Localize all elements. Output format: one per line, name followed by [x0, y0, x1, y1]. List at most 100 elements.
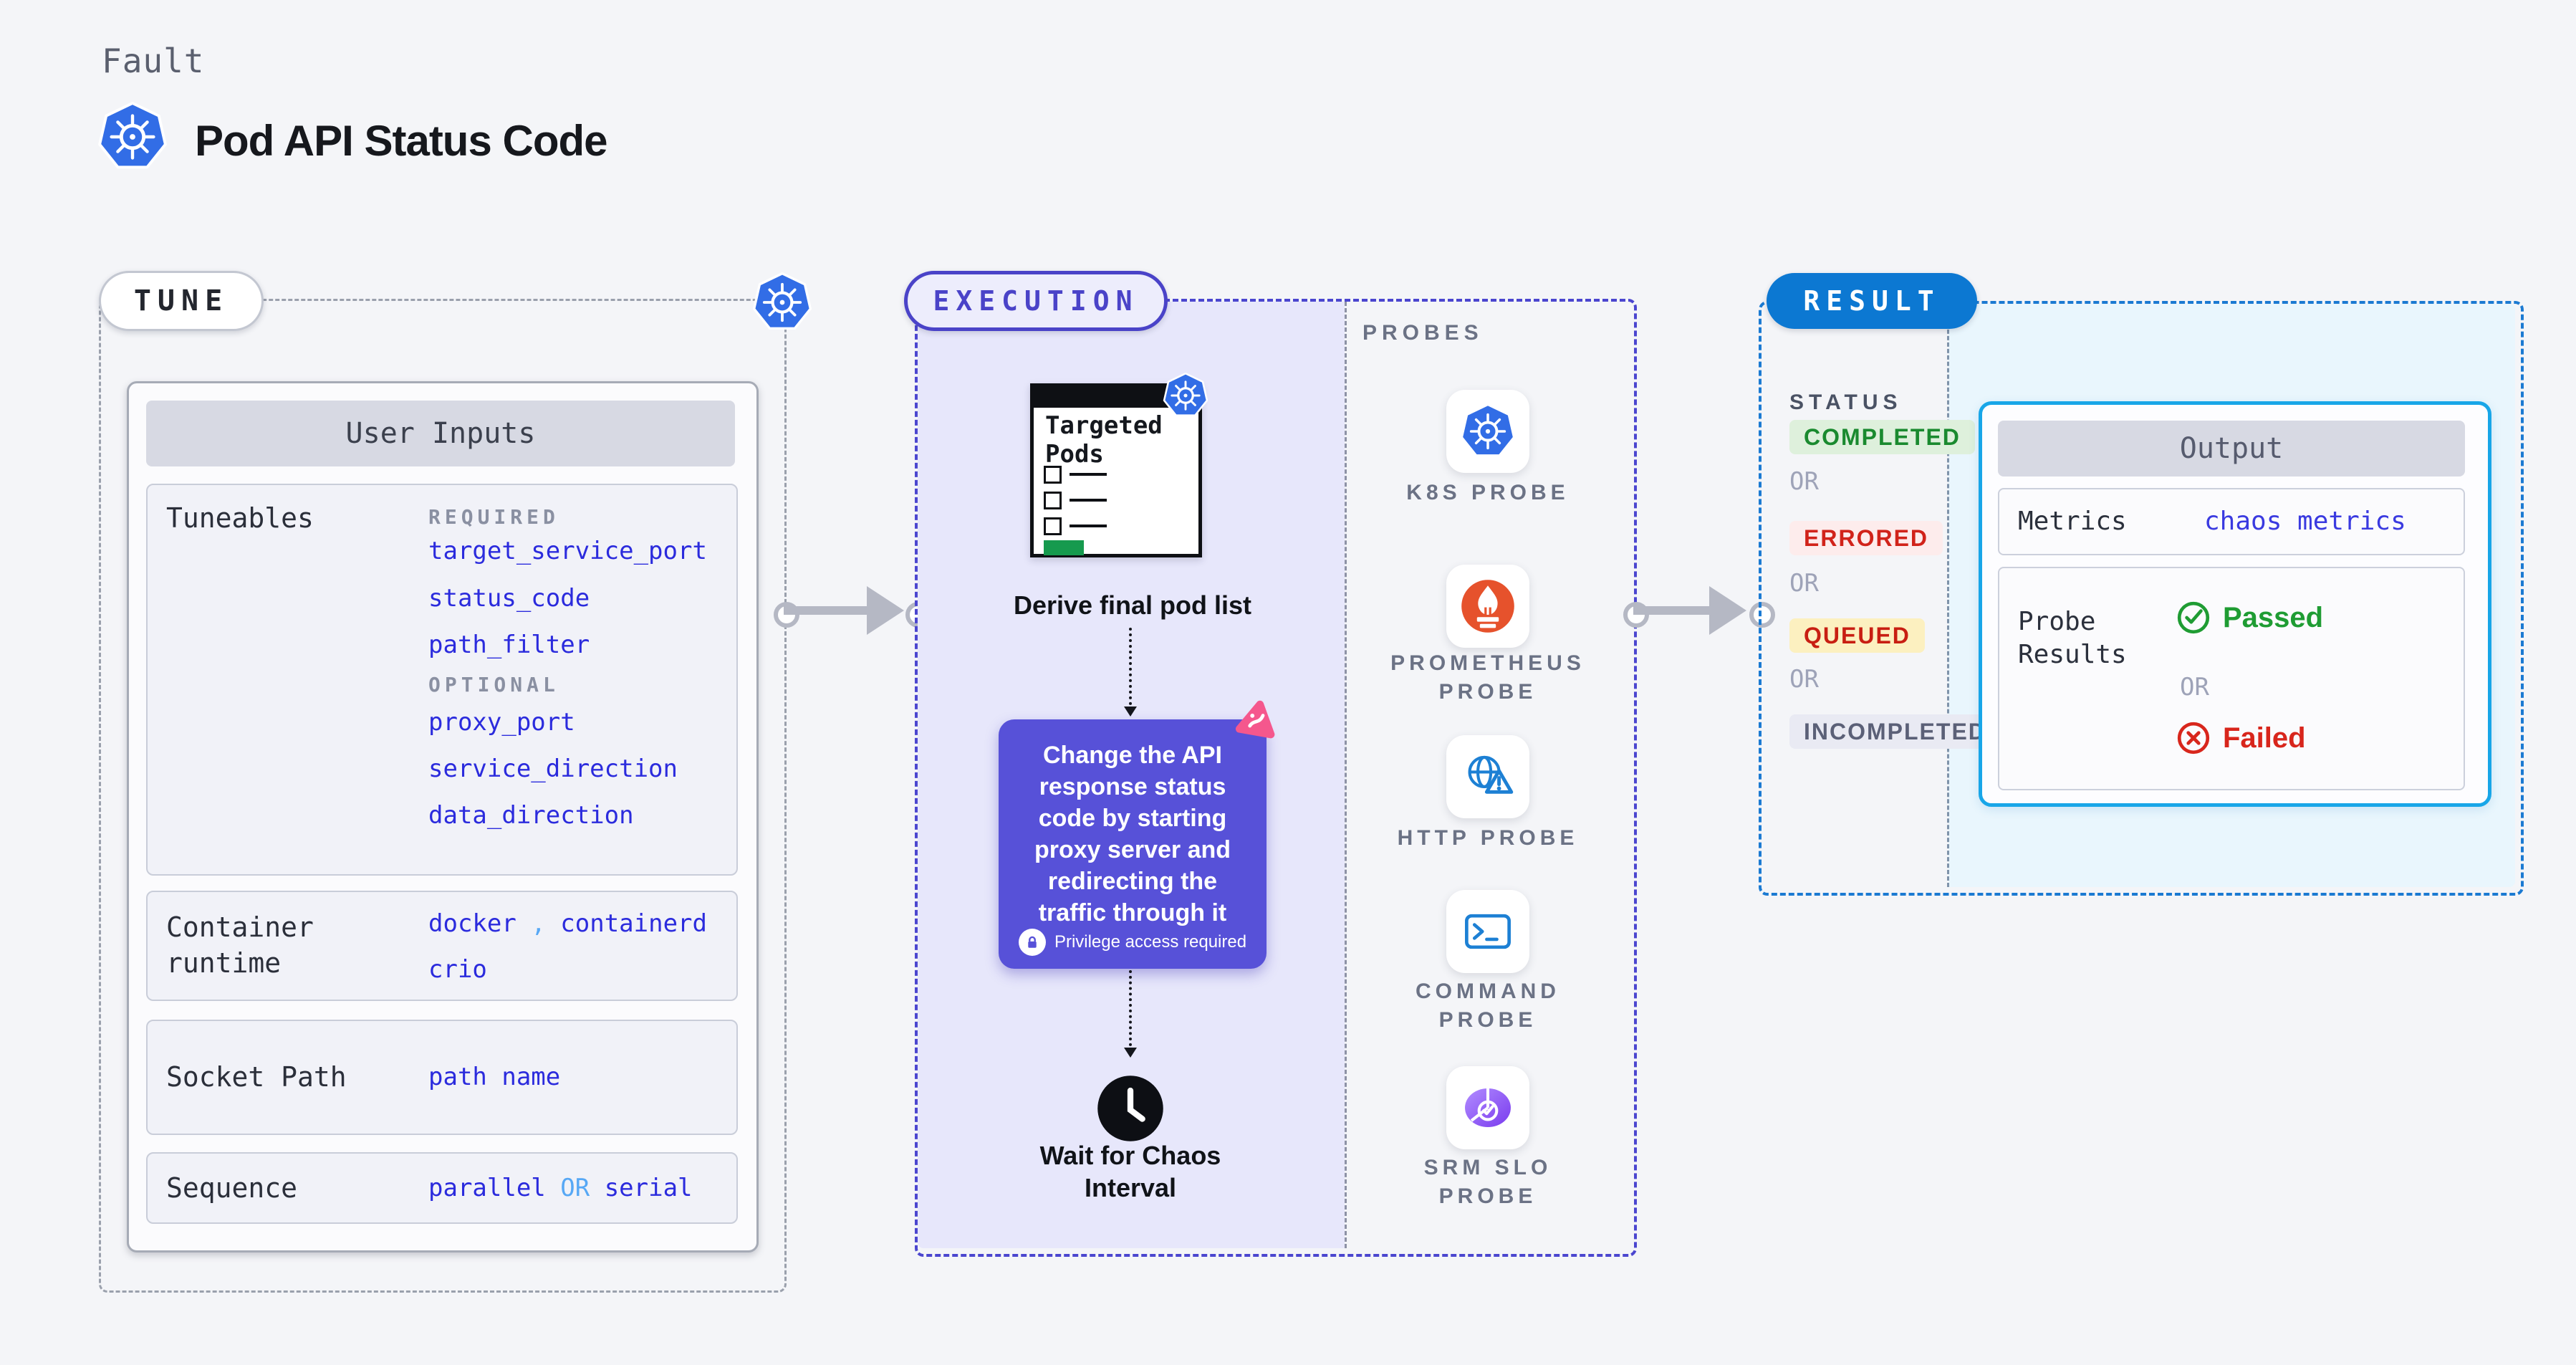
- probe-card-srm-slo: [1446, 1066, 1529, 1149]
- status-badge-incompleted: INCOMPLETED: [1789, 714, 2001, 749]
- kubernetes-icon: [1163, 373, 1208, 418]
- probes-to-result-arrow: [1623, 585, 1775, 636]
- output-header: Output: [1998, 421, 2465, 476]
- result-section: [1759, 301, 2524, 896]
- runtime-crio: crio: [428, 955, 487, 984]
- tuneable-param: data_direction: [428, 801, 634, 830]
- metrics-row: Metrics chaos metrics: [1998, 488, 2465, 555]
- sequence-parallel: parallel: [428, 1174, 546, 1202]
- metrics-label: Metrics: [2018, 507, 2127, 536]
- result-divider: [1947, 304, 1949, 887]
- page-title: Pod API Status Code: [195, 117, 607, 165]
- command-probe-icon: [1465, 914, 1511, 949]
- probe-name: PROMETHEUS PROBE: [1390, 651, 1585, 704]
- status-badge-queued: QUEUED: [1789, 618, 1925, 653]
- http-probe-icon: [1468, 755, 1514, 794]
- probe-card-prometheus: [1446, 565, 1529, 648]
- output-card: Output Metrics chaos metrics Probe Resul…: [1979, 401, 2491, 807]
- or-label: OR: [2180, 673, 2209, 701]
- result-pill: RESULT: [1767, 273, 1977, 329]
- failed-indicator: Failed: [2176, 720, 2306, 756]
- or-label: OR: [1789, 467, 1819, 496]
- or-label: OR: [1789, 569, 1819, 598]
- sequence-label: Sequence: [166, 1172, 298, 1204]
- tune-pill: TUNE: [99, 271, 264, 331]
- optional-label: OPTIONAL: [428, 673, 559, 696]
- derive-caption: Derive final pod list: [1013, 590, 1252, 620]
- probe-card-k8s: [1446, 390, 1529, 473]
- failed-cross-icon: [2177, 722, 2210, 755]
- arrow-shaft: [784, 606, 868, 615]
- wait-caption: Wait for Chaos Interval: [1039, 1141, 1221, 1202]
- litmus-chaos-icon: [1235, 700, 1275, 739]
- sequence-value: parallel OR serial: [428, 1174, 693, 1202]
- progress-bar: [1044, 540, 1084, 555]
- probe-card-http: [1446, 735, 1529, 818]
- passed-check-icon: [2177, 601, 2210, 634]
- flow-connector: [1129, 970, 1132, 1046]
- execution-probes-divider: [1345, 302, 1347, 1248]
- privilege-note: Privilege access required: [999, 929, 1267, 956]
- passed-indicator: Passed: [2176, 600, 2323, 636]
- comma-separator: ,: [531, 909, 546, 938]
- tuneable-param: status_code: [428, 584, 590, 613]
- probe-results-row: Probe Results Passed OR Failed: [1998, 567, 2465, 790]
- targeted-pods-title: Targeted Pods: [1045, 411, 1163, 469]
- probes-panel-label: PROBES: [1363, 321, 1484, 345]
- probe-name: COMMAND PROBE: [1416, 980, 1560, 1032]
- kubernetes-icon: [752, 272, 812, 332]
- status-badge-errored: ERRORED: [1789, 521, 1943, 555]
- flow-connector: [1129, 628, 1132, 705]
- prometheus-icon: [1461, 580, 1514, 633]
- clock-icon: [1093, 1071, 1168, 1146]
- probe-card-command: [1446, 890, 1529, 973]
- status-badge-completed: COMPLETED: [1789, 420, 1975, 454]
- probe-name: HTTP PROBE: [1397, 826, 1579, 850]
- sequence-panel: Sequence parallel OR serial: [146, 1152, 738, 1224]
- arrow-shaft: [1633, 606, 1711, 615]
- kubernetes-icon: [1460, 403, 1516, 459]
- socket-path-label: Socket Path: [166, 1061, 347, 1093]
- user-inputs-card: User Inputs Tuneables REQUIRED target_se…: [127, 381, 759, 1253]
- privilege-note-text: Privilege access required: [1054, 932, 1247, 952]
- tune-to-execution-arrow: [774, 585, 931, 636]
- container-runtime-label: Container runtime: [166, 911, 314, 979]
- socket-path-value: path name: [428, 1063, 561, 1091]
- or-separator: OR: [560, 1174, 590, 1202]
- arrowhead-icon: [1124, 1048, 1137, 1058]
- or-label: OR: [1789, 665, 1819, 694]
- arrowhead-icon: [867, 586, 904, 635]
- chaos-action-box: Change the API response status code by s…: [999, 719, 1267, 969]
- runtime-containerd: containerd: [560, 909, 707, 938]
- tuneable-param: path_filter: [428, 631, 590, 659]
- container-runtime-panel: Container runtime docker , containerd cr…: [146, 891, 738, 1001]
- arrowhead-icon: [1709, 586, 1746, 635]
- probe-results-label: Probe Results: [2018, 607, 2127, 669]
- lock-icon: [1018, 929, 1046, 956]
- kubernetes-icon: [97, 102, 168, 172]
- sequence-serial: serial: [604, 1174, 693, 1202]
- tune-section: [99, 299, 787, 1293]
- metrics-value: chaos metrics: [2204, 507, 2406, 536]
- tuneable-param: proxy_port: [428, 708, 575, 737]
- arrow-endpoint-ring: [1623, 602, 1649, 628]
- probe-name: K8S PROBE: [1406, 481, 1570, 504]
- socket-path-panel: Socket Path path name: [146, 1020, 738, 1135]
- runtime-docker: docker: [428, 909, 516, 938]
- execution-section: [915, 299, 1637, 1257]
- srm-slo-probe-icon: [1465, 1088, 1511, 1128]
- failed-text: Failed: [2223, 722, 2306, 754]
- tuneable-param: service_direction: [428, 755, 678, 783]
- user-inputs-header: User Inputs: [146, 401, 735, 466]
- chaos-action-text: Change the API response status code by s…: [1034, 742, 1231, 926]
- status-label: STATUS: [1789, 391, 1903, 414]
- execution-pill: EXECUTION: [904, 271, 1168, 331]
- passed-text: Passed: [2223, 601, 2324, 633]
- required-label: REQUIRED: [428, 505, 559, 529]
- tuneable-param: target_service_port: [428, 537, 707, 565]
- fault-eyebrow: Fault: [102, 42, 205, 80]
- container-runtime-values: docker , containerd: [428, 909, 707, 938]
- tuneables-panel: Tuneables REQUIRED target_service_port s…: [146, 484, 738, 876]
- arrowhead-icon: [1124, 707, 1137, 717]
